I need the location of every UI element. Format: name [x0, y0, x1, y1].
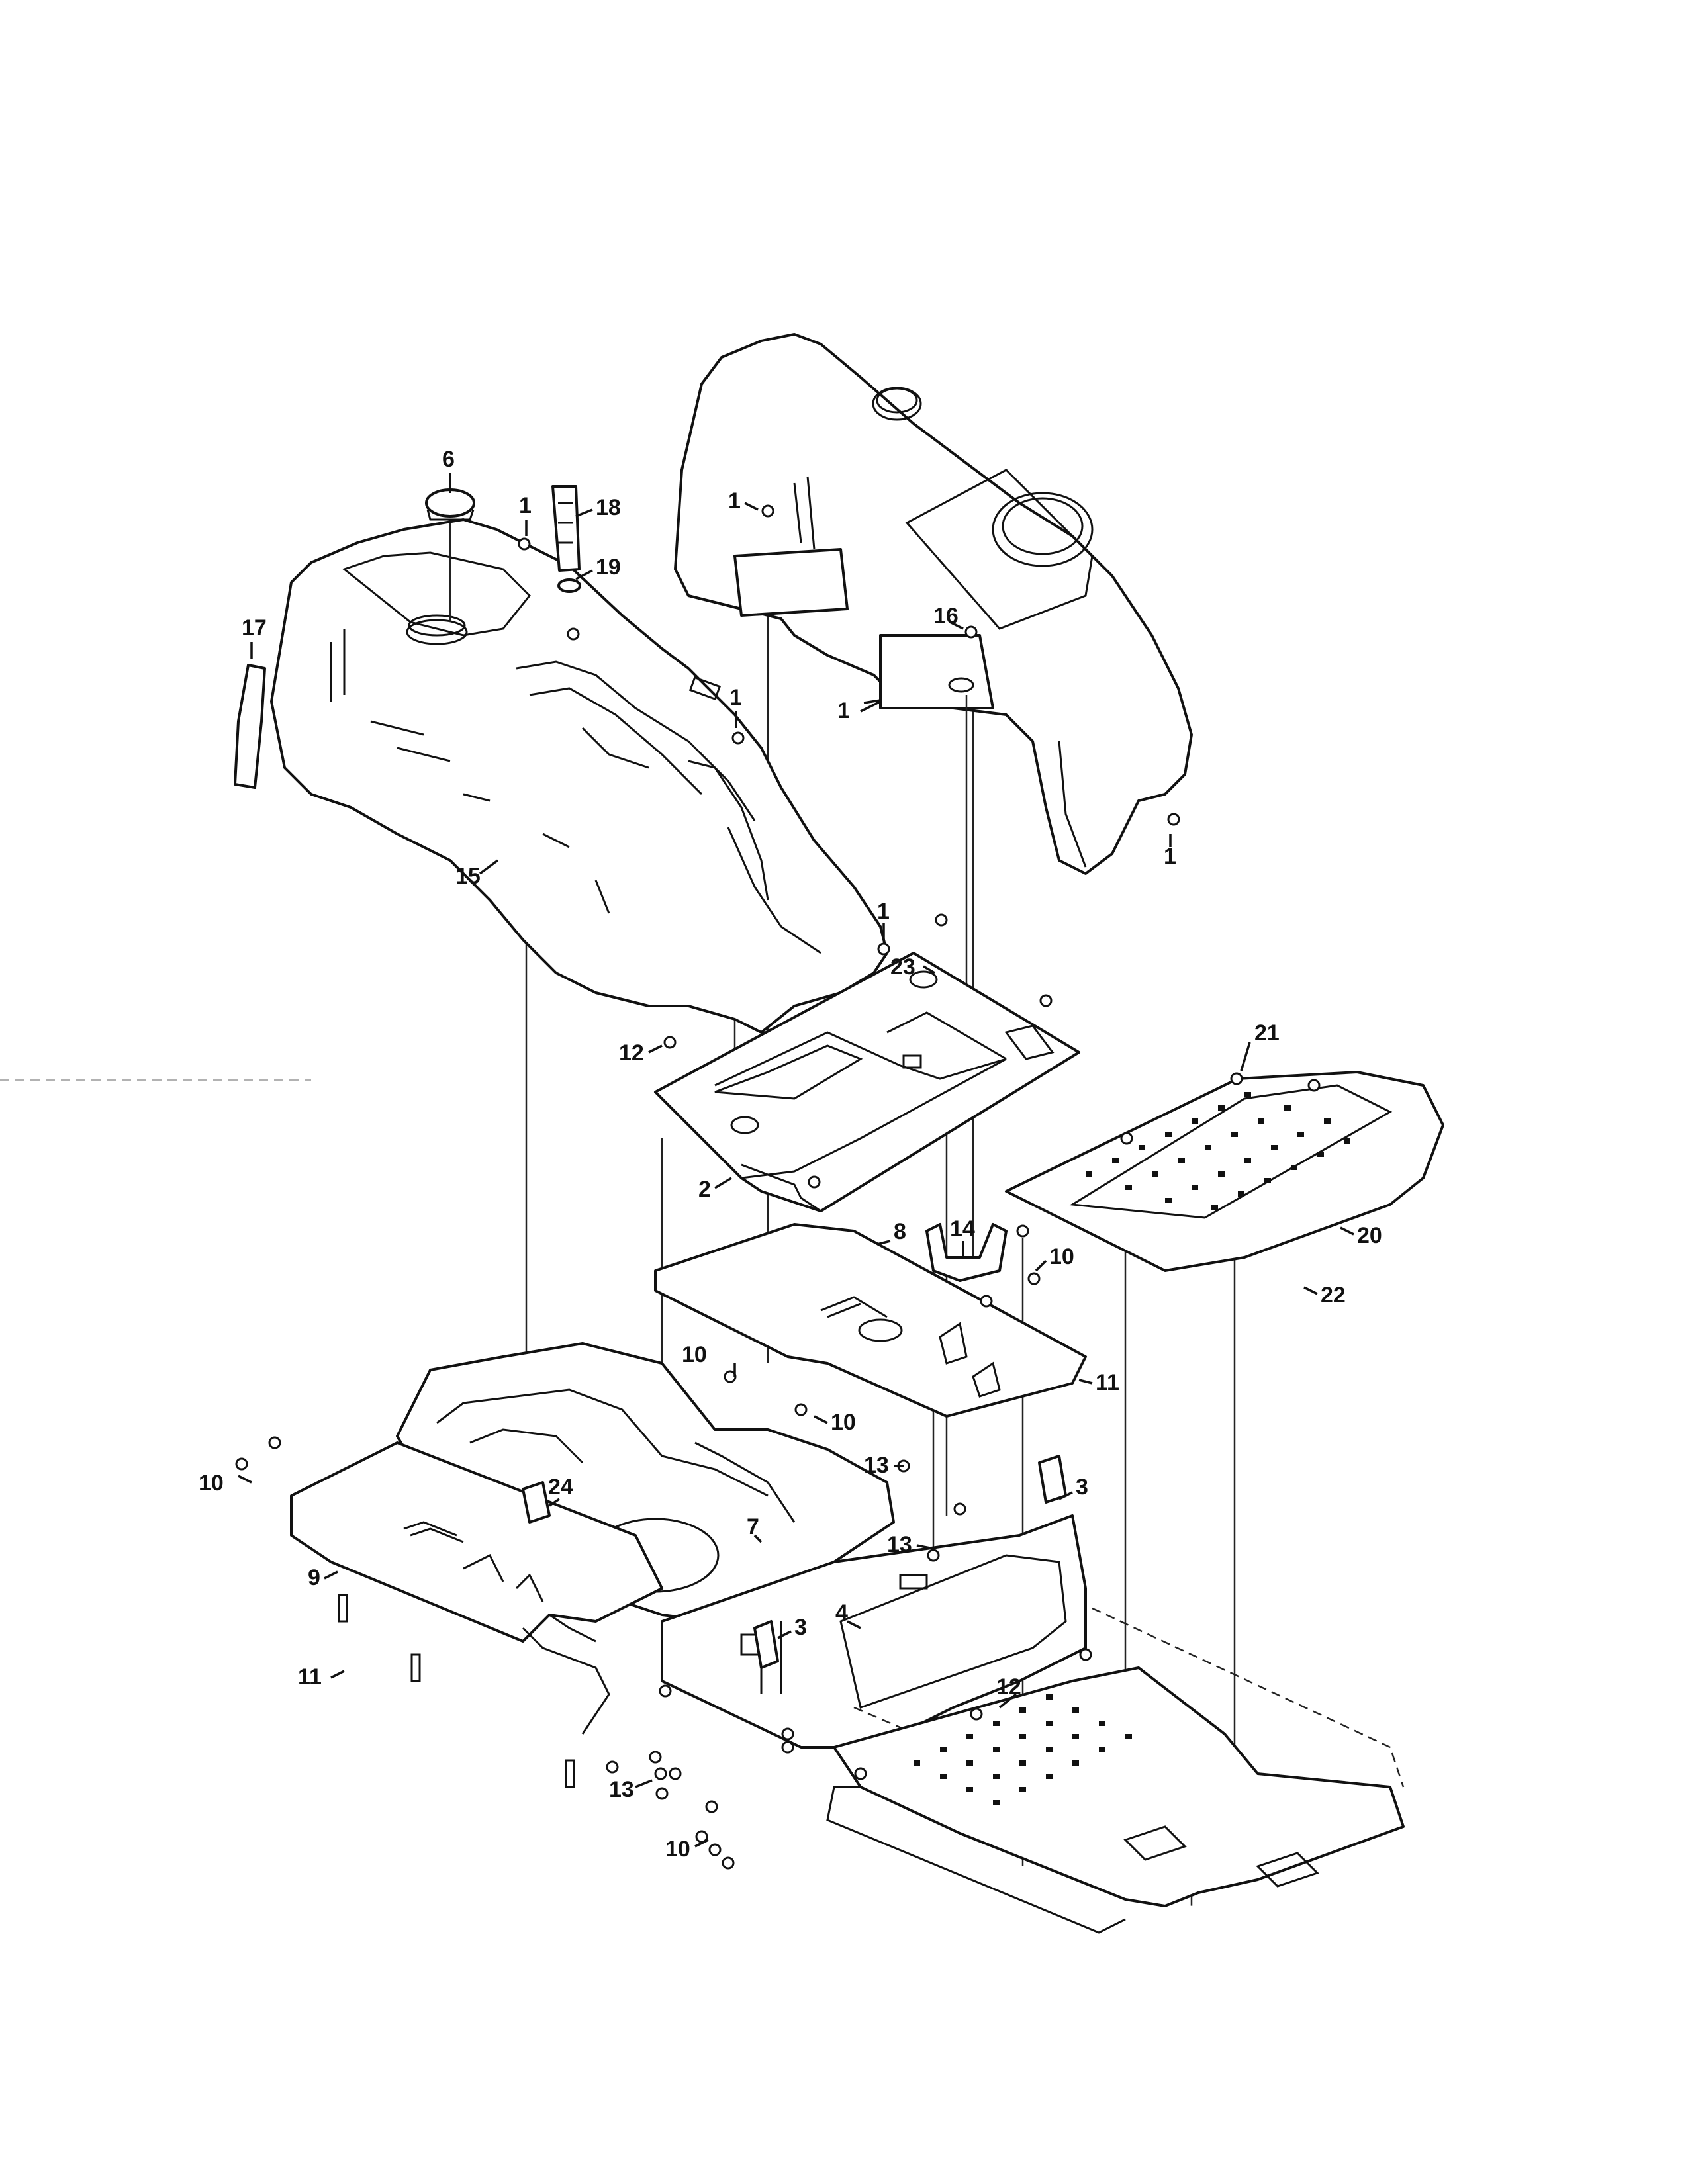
floor-plate-part-2: [654, 952, 1080, 1212]
bracket-part-24: [522, 1481, 551, 1524]
callout-23: 23: [890, 954, 915, 979]
callout-1: 16: [933, 604, 959, 629]
callout-24: 24: [548, 1475, 573, 1500]
callout-1: 1: [729, 685, 742, 710]
callout-1: 1: [877, 899, 890, 924]
callout-11: 11: [298, 1664, 322, 1690]
foot-platform-part-20: [1005, 1071, 1444, 1272]
callout-10: 10: [665, 1837, 690, 1862]
chassis-base: [826, 1607, 1405, 1934]
cap-part-6: [425, 488, 475, 622]
side-strip-part-17: [234, 664, 266, 789]
callout-3: 3: [794, 1615, 807, 1640]
callout-13: 13: [887, 1532, 912, 1557]
callout-22: 22: [1321, 1283, 1346, 1308]
callout-1: 1: [728, 488, 741, 514]
callout-14: 14: [950, 1216, 975, 1242]
callout-18: 18: [596, 495, 621, 520]
callout-2: 2: [698, 1177, 711, 1202]
callout-17: 17: [242, 615, 267, 641]
grommet-part-19: [557, 578, 581, 593]
callout-1: 1: [1164, 844, 1176, 869]
callout-6: 6: [442, 447, 455, 472]
battery-tray-part-8: [654, 1223, 1087, 1418]
callout-19: 19: [596, 555, 621, 580]
callout-9: 9: [308, 1565, 320, 1590]
bracket-part-14: [925, 1223, 1008, 1282]
clip-part-18: [551, 485, 581, 572]
right-fender-part-16: [674, 333, 1193, 1072]
left-fender-part-15: [270, 518, 888, 1034]
callout-4: 4: [835, 1600, 848, 1625]
callout-15: 15: [455, 864, 481, 889]
callout-12: 12: [619, 1040, 644, 1066]
callout-8: 8: [894, 1219, 906, 1244]
callout-3: 3: [1076, 1475, 1088, 1500]
callout-1: 1: [519, 493, 532, 518]
callout-10: 10: [199, 1471, 224, 1496]
callout-7: 7: [747, 1514, 759, 1539]
callout-20: 20: [1357, 1223, 1382, 1248]
callout-10: 10: [1049, 1244, 1074, 1269]
side-panel-part-4: [661, 1514, 1087, 1749]
callout-12: 12: [996, 1674, 1021, 1700]
callout-16: 1: [837, 698, 850, 723]
front-plate-part-9: [290, 1441, 663, 1735]
callout-13: 13: [609, 1777, 634, 1802]
callout-10: 10: [831, 1410, 856, 1435]
callout-11: 11: [1096, 1370, 1119, 1395]
callout-10: 10: [682, 1342, 707, 1367]
callout-labels: 6 1 18 19 17 1 15 1 1 16 1 1 23 12 2 21 …: [199, 447, 1382, 1862]
callout-21: 21: [1254, 1021, 1280, 1046]
hardware-screws: [235, 504, 1243, 1870]
callout-13: 13: [864, 1453, 889, 1478]
leader-lines: [238, 473, 1354, 1848]
